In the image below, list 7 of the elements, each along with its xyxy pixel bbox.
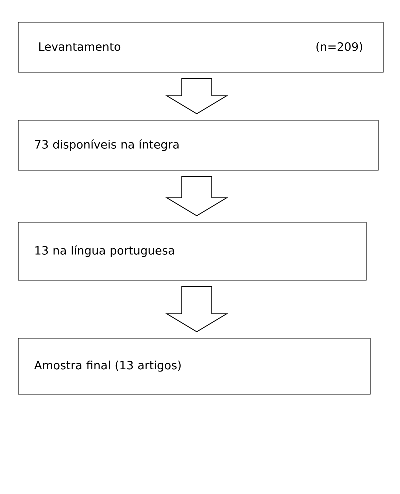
block-arrow — [166, 286, 228, 332]
process-box: 73 disponíveis na íntegra — [18, 120, 379, 171]
process-box: 13 na língua portuguesa — [18, 222, 367, 281]
process-box: Levantamento (n=209) — [18, 22, 384, 73]
block-arrow — [166, 176, 228, 216]
process-box: Amostra final (13 artigos) — [18, 338, 371, 395]
block-arrow — [166, 78, 228, 114]
